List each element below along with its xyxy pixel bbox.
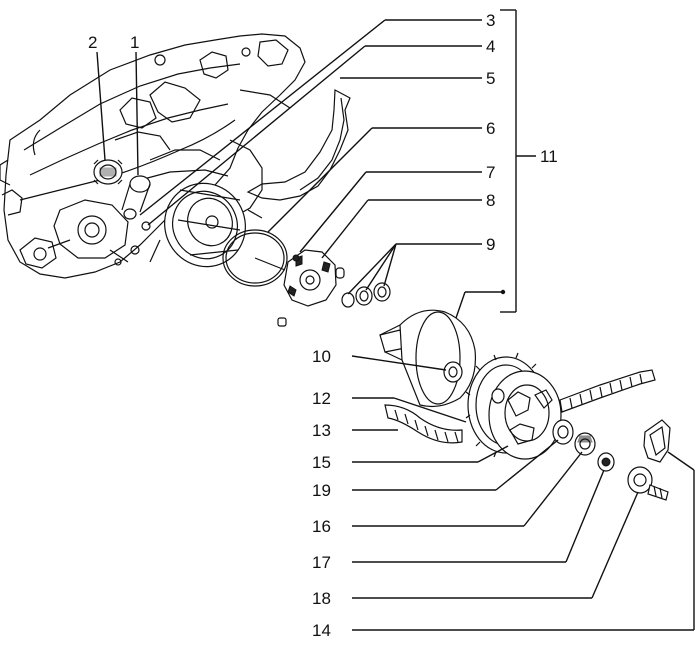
callout-14: 14 xyxy=(312,621,331,640)
driven-pulley xyxy=(379,309,477,408)
bearing-part xyxy=(597,452,615,472)
callout-7: 7 xyxy=(486,163,495,182)
clip-part xyxy=(643,419,671,463)
callout-17: 17 xyxy=(312,553,331,572)
callout-5: 5 xyxy=(486,69,495,88)
drive-belt xyxy=(384,369,656,444)
leader-lines xyxy=(96,9,695,631)
bolt-part xyxy=(627,466,669,501)
callout-18: 18 xyxy=(312,589,331,608)
callout-19: 19 xyxy=(312,481,331,500)
clutch-bell xyxy=(488,370,562,460)
callout-4: 4 xyxy=(486,37,495,56)
washer-part xyxy=(552,419,574,445)
circlip-ring xyxy=(222,229,288,287)
pinion-gear-part xyxy=(93,159,123,185)
nut-part xyxy=(574,432,596,456)
spacer-bushings xyxy=(341,282,391,308)
callout-3: 3 xyxy=(486,11,495,30)
movable-drive-face xyxy=(277,249,345,327)
callout-labels: 2 1 3 4 5 6 11 7 8 9 10 12 13 15 19 16 1… xyxy=(88,11,558,640)
callout-13: 13 xyxy=(312,421,331,440)
crankcase-housing xyxy=(0,33,306,279)
callout-2: 2 xyxy=(88,33,97,52)
callout-1: 1 xyxy=(130,33,139,52)
callout-10: 10 xyxy=(312,347,331,366)
callout-11: 11 xyxy=(540,147,558,166)
callout-6: 6 xyxy=(486,119,495,138)
callout-12: 12 xyxy=(312,389,331,408)
callout-9: 9 xyxy=(486,235,495,254)
cover-gasket xyxy=(246,89,351,201)
shaft-part xyxy=(121,175,151,231)
callout-16: 16 xyxy=(312,517,331,536)
drive-face-housing xyxy=(149,182,263,268)
callout-8: 8 xyxy=(486,191,495,210)
callout-15: 15 xyxy=(312,453,331,472)
